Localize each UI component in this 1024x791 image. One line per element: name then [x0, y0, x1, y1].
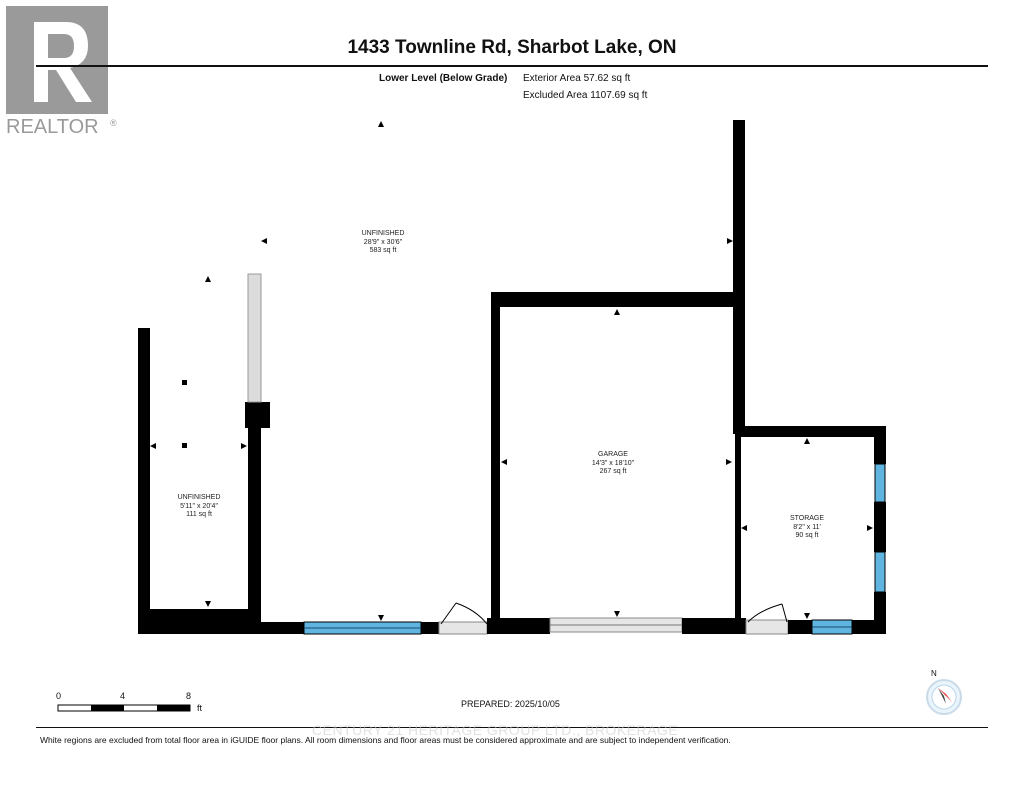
room-name: STORAGE — [789, 515, 825, 522]
dimension-arrows — [150, 121, 873, 621]
wall — [874, 502, 886, 552]
arrow-left-icon — [150, 443, 156, 449]
logo-registered-mark: ® — [110, 118, 117, 128]
compass-icon — [926, 679, 962, 715]
scale-tick-label: 4 — [120, 691, 126, 701]
wall — [421, 622, 439, 634]
realtor-logo: REALTOR ® — [6, 6, 117, 138]
door-swing — [747, 603, 788, 623]
door-opening — [438, 621, 488, 635]
room-dimensions: 28'9" x 30'6" — [363, 238, 403, 246]
scale-unit: ft — [197, 703, 203, 713]
room-name: UNFINISHED — [177, 494, 221, 501]
partial-wall — [247, 273, 262, 403]
arrow-down-icon — [205, 601, 211, 607]
room-area: 111 sq ft — [186, 511, 212, 518]
prepared-date: PREPARED: 2025/10/05 — [461, 699, 560, 709]
wall — [138, 328, 150, 634]
scale-tick-label: 8 — [186, 691, 192, 701]
arrow-down-icon — [378, 615, 384, 621]
level-label: Lower Level (Below Grade) — [379, 73, 508, 84]
wall — [491, 292, 500, 634]
wall — [487, 618, 550, 634]
header-divider — [36, 65, 988, 67]
arrow-right-icon — [867, 525, 873, 531]
wall — [138, 609, 250, 634]
wall — [874, 426, 886, 464]
arrow-up-icon — [205, 276, 211, 282]
room-area: 583 sq ft — [369, 247, 397, 254]
room-label-garage: GARAGE 14'3" x 18'10" 267 sq ft — [592, 451, 634, 477]
compass-label: N — [931, 669, 937, 678]
wall — [248, 622, 304, 634]
room-label-unfinished-side: UNFINISHED 5'11" x 20'4" 111 sq ft — [178, 494, 221, 520]
post — [182, 443, 187, 448]
wall — [852, 620, 886, 634]
window — [874, 463, 886, 503]
arrow-left-icon — [261, 238, 267, 244]
wall — [735, 430, 741, 634]
room-label-unfinished-main: UNFINISHED 28'9" x 30'6" 583 sq ft — [362, 230, 405, 256]
excluded-area: Excluded Area 1107.69 sq ft — [523, 90, 648, 101]
window — [874, 551, 886, 593]
post — [182, 380, 187, 385]
room-name: GARAGE — [598, 451, 628, 458]
arrow-right-icon — [241, 443, 247, 449]
disclaimer-text: White regions are excluded from total fl… — [40, 735, 731, 745]
scale-tick-label: 0 — [56, 691, 62, 701]
arrow-right-icon — [727, 238, 733, 244]
footer-divider — [36, 727, 988, 728]
wall — [491, 292, 743, 307]
wall — [248, 426, 261, 634]
room-dimensions: 14'3" x 18'10" — [591, 459, 635, 467]
arrow-down-icon — [804, 613, 810, 619]
arrow-left-icon — [501, 459, 507, 465]
wall — [788, 620, 812, 634]
arrow-up-icon — [804, 438, 810, 444]
room-dimensions: 8'2" x 11' — [793, 523, 821, 531]
brokerage-watermark: CENTURY 21 HERITAGE GROUP LTD., BROKERAG… — [312, 722, 679, 738]
wall — [737, 426, 886, 437]
door-swing — [440, 602, 488, 625]
room-label-storage: STORAGE 8'2" x 11' 90 sq ft — [790, 515, 824, 541]
column — [245, 402, 270, 428]
page-title: 1433 Townline Rd, Sharbot Lake, ON — [347, 37, 677, 58]
logo-text: REALTOR — [6, 116, 99, 138]
room-area: 267 sq ft — [599, 468, 627, 475]
exterior-area: Exterior Area 57.62 sq ft — [523, 73, 631, 84]
arrow-up-icon — [378, 121, 384, 127]
arrow-up-icon — [614, 309, 620, 315]
scale-bar — [57, 704, 191, 712]
arrow-right-icon — [726, 459, 732, 465]
wall — [733, 120, 745, 434]
wall — [682, 618, 746, 634]
arrow-down-icon — [614, 611, 620, 617]
room-area: 90 sq ft — [795, 532, 819, 539]
arrow-left-icon — [741, 525, 747, 531]
room-dimensions: 5'11" x 20'4" — [180, 502, 218, 510]
room-name: UNFINISHED — [361, 230, 405, 237]
door-opening — [745, 619, 789, 635]
